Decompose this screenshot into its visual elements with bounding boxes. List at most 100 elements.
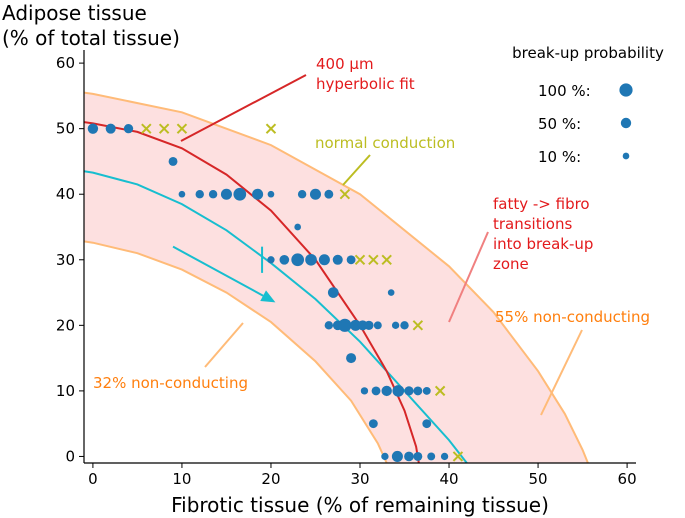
band-lower-edge [84,240,388,463]
legend: break-up probability 100 %: 50 %: 10 %: [512,44,664,166]
breakup-point [427,452,436,461]
non-conducting-marker [176,123,188,134]
breakup-point [105,123,116,134]
breakup-point [381,385,392,397]
breakup-point [404,451,414,462]
breakup-point [346,353,357,364]
breakup-point [195,190,204,199]
breakup-point [368,419,378,429]
transition-label-line1: fatty -> fibro [493,195,590,213]
breakup-point [252,188,264,200]
breakup-point [391,450,403,462]
legend-label-100: 100 %: [538,82,591,100]
non-conducting-marker-stroke [339,189,351,200]
breakup-point [309,188,322,200]
legend-label-10: 10 %: [538,148,581,166]
non-conducting-band [84,92,588,463]
lower-band-leader [204,322,244,368]
breakup-point [297,190,307,199]
x-tick-label: 20 [261,470,280,488]
x-tick-label: 50 [529,470,548,488]
breakup-point [422,419,432,429]
y-tick-label: 10 [56,382,75,400]
y-tick-label: 0 [65,447,75,465]
non-conducting-marker [368,254,379,265]
trajectory-arrow-shaft [172,245,264,297]
fit-label-line1: 400 µm [316,55,374,73]
y-axis-title-line2: (% of total tissue) [2,26,180,50]
breakup-point [327,287,339,298]
non-conducting-marker-stroke [412,320,424,331]
breakup-point [324,321,334,330]
breakup-point [391,321,400,329]
breakup-point [404,386,414,396]
breakup-point [291,253,305,267]
non-conducting-marker [412,320,424,331]
breakup-point [87,123,99,134]
breakup-point [350,319,362,331]
breakup-point [346,255,356,265]
transition-label-line2: transitions [493,215,572,233]
non-conducting-marker [452,451,464,462]
breakup-point [168,157,178,166]
x-tick-label: 10 [172,470,191,488]
transition-label-line3: into break-up [493,235,593,253]
breakup-point [233,187,247,201]
breakup-point [413,386,423,396]
breakup-point [360,387,369,395]
non-conducting-marker-stroke [452,451,464,462]
y-tick-label: 30 [56,251,75,269]
legend-title: break-up probability [512,44,664,62]
non-conducting-marker-stroke [381,254,392,265]
upper-band-leader [540,329,583,416]
legend-marker-10 [622,152,630,160]
trajectory-arrow-head [260,290,276,303]
breakup-point [400,321,409,330]
y-tick-label: 40 [56,185,75,203]
breakup-point [338,318,352,332]
x-tick-label: 60 [618,470,637,488]
breakup-point [324,189,334,199]
upper-band-label: 55% non-conducting [495,308,650,326]
fit-label-line2: hyperbolic fit [316,75,415,93]
normal-conduction-leader [342,154,371,186]
x-tick-label: 30 [350,470,369,488]
non-conducting-marker [339,189,351,200]
breakup-point [364,320,374,330]
non-conducting-marker [158,123,170,134]
non-conducting-marker [434,385,446,397]
breakup-point [267,190,275,198]
non-conducting-marker [141,123,152,134]
y-tick-label: 20 [56,316,75,334]
breakup-point [208,190,218,199]
x-tick-label: 0 [88,470,98,488]
breakup-point [279,254,290,265]
breakup-point [318,254,330,266]
breakup-point [267,256,275,264]
transition-label-line4: zone [493,255,529,273]
transition-leader [448,231,489,323]
non-conducting-marker [381,254,392,265]
breakup-point [381,452,389,461]
breakup-point [294,223,301,231]
legend-label-50: 50 %: [538,115,581,133]
breakup-point [332,254,343,265]
non-conducting-marker-stroke [141,123,152,134]
non-conducting-marker-stroke [354,254,366,265]
breakup-point [220,188,232,200]
non-conducting-marker-stroke [265,123,277,134]
y-tick-label: 50 [56,120,75,138]
x-axis-title: Fibrotic tissue (% of remaining tissue) [171,493,549,517]
breakup-point [178,190,186,198]
breakup-point [392,385,405,397]
breakup-point [413,452,423,461]
non-conducting-marker [265,123,277,134]
non-conducting-marker-stroke [368,254,379,265]
non-conducting-marker-stroke [176,123,188,134]
breakup-point [373,321,382,330]
x-tick-label: 40 [439,470,458,488]
non-conducting-marker-stroke [434,385,446,397]
legend-marker-100 [619,83,633,97]
